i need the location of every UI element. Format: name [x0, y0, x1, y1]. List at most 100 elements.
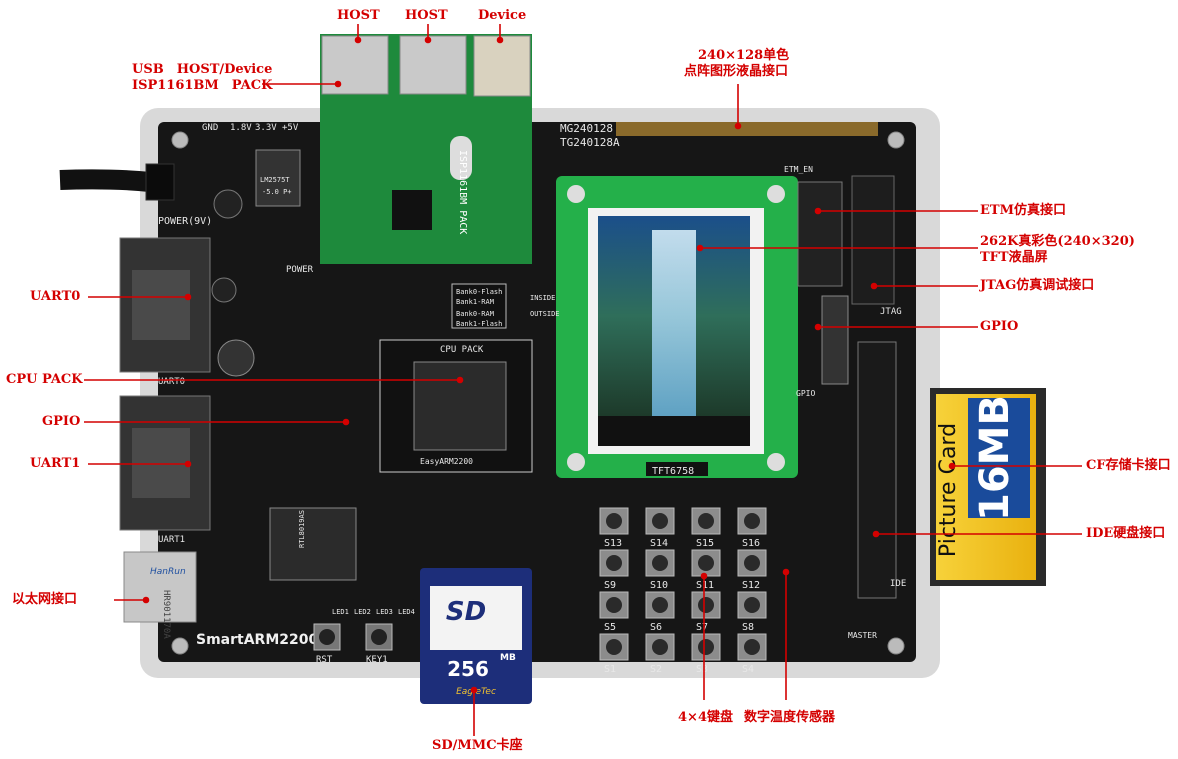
key-label: S16 — [742, 538, 760, 549]
key-s1: S1 — [599, 633, 629, 675]
key-s14: S14 — [645, 507, 675, 549]
power-cable — [59, 169, 151, 192]
svg-text:LM2575T: LM2575T — [260, 176, 290, 184]
svg-text:MB: MB — [500, 653, 516, 663]
svg-text:+5V: +5V — [282, 123, 299, 133]
voltage-regulator: LM2575T -5.0 P+ — [255, 149, 301, 207]
svg-text:JTAG: JTAG — [880, 307, 902, 317]
svg-text:IDE: IDE — [890, 579, 906, 589]
key-s7: S7 — [691, 591, 721, 633]
svg-text:OUTSIDE: OUTSIDE — [530, 310, 560, 318]
key-s2: S2 — [645, 633, 675, 675]
label-keypad: 4×4键盘 — [678, 710, 733, 725]
key-label: S5 — [604, 622, 616, 633]
isp-pack-silk: ISP1161BM PACK — [457, 150, 468, 234]
key-label: S3 — [696, 664, 708, 675]
uart1-connector — [119, 395, 211, 531]
key-label: S10 — [650, 580, 668, 591]
label-ide: IDE硬盘接口 — [1086, 526, 1166, 541]
svg-text:MASTER: MASTER — [848, 631, 877, 640]
svg-text:MG240128: MG240128 — [560, 122, 613, 135]
key-label: S14 — [650, 538, 668, 549]
key-label: S15 — [696, 538, 714, 549]
key-label: S7 — [696, 622, 708, 633]
jtag-connector — [851, 175, 895, 305]
svg-text:TG240128A: TG240128A — [560, 136, 620, 149]
key-s8: S8 — [737, 591, 767, 633]
key-label: S11 — [696, 580, 714, 591]
tft-module: TFT6758 — [556, 176, 798, 478]
key-s9: S9 — [599, 549, 629, 591]
svg-text:Bank1-RAM: Bank1-RAM — [456, 298, 494, 306]
svg-text:GND: GND — [202, 123, 218, 133]
key1-key — [365, 623, 393, 651]
svg-text:SD: SD — [446, 597, 486, 627]
key-s13: S13 — [599, 507, 629, 549]
key-label: S9 — [604, 580, 616, 591]
svg-text:LED2: LED2 — [354, 608, 371, 616]
svg-text:Bank0-RAM: Bank0-RAM — [456, 310, 494, 318]
svg-text:HanRun: HanRun — [150, 567, 186, 577]
svg-text:EasyARM2200: EasyARM2200 — [420, 457, 473, 466]
key-s4: S4 — [737, 633, 767, 675]
svg-text:POWER(9V): POWER(9V) — [158, 216, 212, 227]
label-temp-sensor: 数字温度传感器 — [744, 710, 836, 725]
key-label: S12 — [742, 580, 760, 591]
label-sdmmc: SD/MMC卡座 — [432, 738, 523, 753]
cpu-pack: CPU PACK EasyARM2200 — [379, 339, 533, 473]
cf-size-text: 16MB — [972, 395, 1018, 521]
label-lcd-line1: 240×128单色 — [698, 48, 790, 63]
svg-text:INSIDE: INSIDE — [530, 294, 555, 302]
label-device: Device — [478, 8, 527, 23]
label-usb-line2: ISP1161BM PACK — [132, 78, 273, 93]
sd-card: SD 256 MB EagleTec — [420, 568, 532, 704]
key-s12: S12 — [737, 549, 767, 591]
key-label: S4 — [742, 664, 754, 675]
key-label: S1 — [604, 664, 616, 675]
key-label: S8 — [742, 622, 754, 633]
bank-switch: Bank0-Flash Bank1-RAM Bank0-RAM Bank1-Fl… — [451, 283, 560, 329]
svg-text:1.8V: 1.8V — [230, 123, 252, 133]
svg-text:RST: RST — [316, 655, 333, 665]
label-uart0: UART0 — [30, 289, 81, 304]
key-label: S13 — [604, 538, 622, 549]
key-s11: S11 — [691, 549, 721, 591]
uart0-connector — [119, 237, 211, 373]
label-ethernet: 以太网接口 — [12, 592, 78, 607]
key-s16: S16 — [737, 507, 767, 549]
label-gpio-left: GPIO — [42, 414, 81, 429]
label-gpio-right: GPIO — [980, 319, 1019, 334]
key-s5: S5 — [599, 591, 629, 633]
svg-text:LED3: LED3 — [376, 608, 393, 616]
label-cf: CF存储卡接口 — [1086, 458, 1171, 473]
svg-text:UART0: UART0 — [158, 377, 185, 387]
mounting-holes — [171, 131, 905, 655]
svg-text:POWER: POWER — [286, 265, 314, 275]
ide-connector — [857, 341, 897, 599]
svg-text:CPU PACK: CPU PACK — [440, 345, 484, 355]
svg-text:KEY1: KEY1 — [366, 655, 388, 665]
etm-connector — [797, 181, 843, 287]
label-host2: HOST — [405, 8, 448, 23]
ethernet-chip: RTL8019AS — [269, 507, 357, 581]
svg-text:UART1: UART1 — [158, 535, 185, 545]
usb-pack-board: ISP1161BM PACK — [320, 34, 532, 264]
power-jack — [145, 163, 175, 201]
svg-text:LED4: LED4 — [398, 608, 415, 616]
ethernet-jack: HanRun HR901170A — [123, 551, 197, 639]
lcd-header — [616, 122, 878, 136]
svg-text:LED1: LED1 — [332, 608, 349, 616]
label-tft-line1: 262K真彩色(240×320) — [980, 234, 1135, 249]
board-name: SmartARM2200 — [196, 632, 318, 648]
key-s10: S10 — [645, 549, 675, 591]
label-usb-line1: USB HOST/Device — [132, 62, 273, 77]
svg-text:Bank1-Flash: Bank1-Flash — [456, 320, 502, 328]
label-host1: HOST — [337, 8, 380, 23]
led-row: LED1 LED2 LED3 LED4 — [332, 608, 415, 616]
svg-text:Bank0-Flash: Bank0-Flash — [456, 288, 502, 296]
svg-text:RTL8019AS: RTL8019AS — [298, 510, 306, 548]
key-label: S2 — [650, 664, 662, 675]
